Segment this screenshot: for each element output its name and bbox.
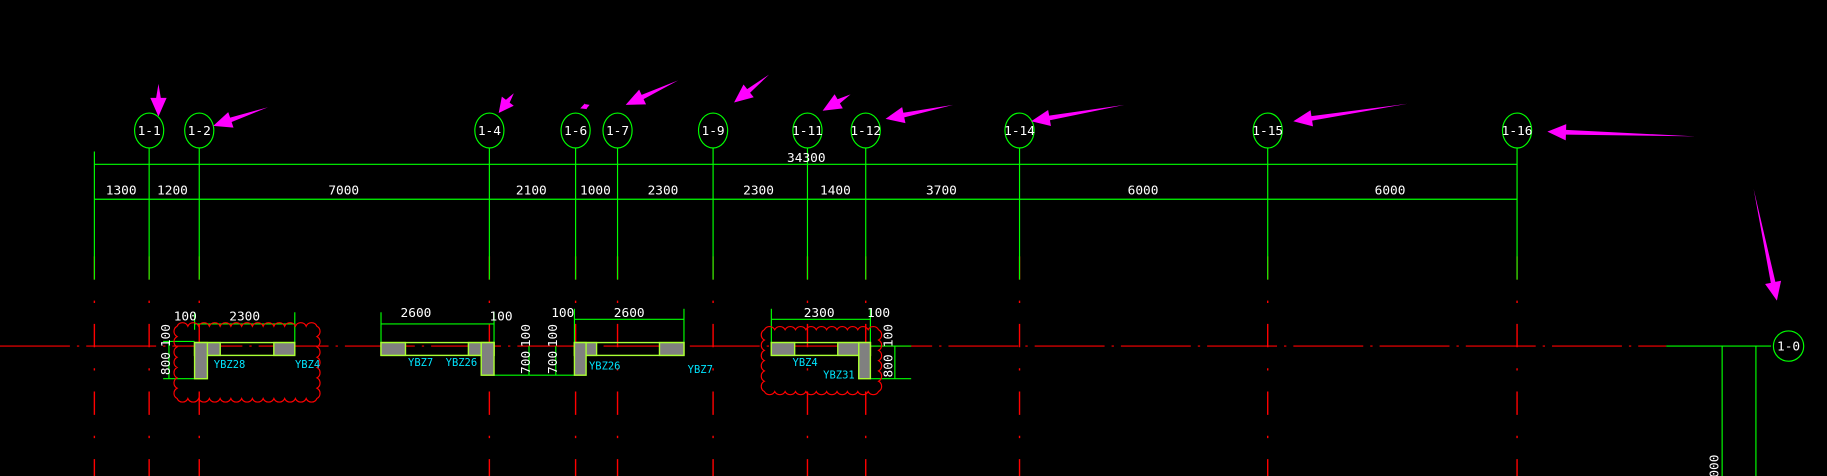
wall-dimension-text: 700 <box>519 351 534 374</box>
wall-dimension-text: 2300 <box>804 306 835 321</box>
wall-column <box>770 341 796 357</box>
axis-label: 1-15 <box>1252 124 1283 139</box>
axis-bubble <box>474 112 505 149</box>
wall-dimension-text: 100 <box>159 324 174 347</box>
axis-label-side: 1-0 <box>1777 340 1800 355</box>
magenta-arrows <box>150 74 1782 301</box>
axis-bubbles: 1-1 1-2 1-4 1-6 1-7 1-9 1-11 1-12 1-14 1-15 1-16 1-… <box>133 112 1805 362</box>
axis-label: 1-6 <box>564 124 587 139</box>
axis-label: 1-2 <box>188 124 211 139</box>
segment-dimension-text: 7000 <box>328 184 359 199</box>
wall-dimension-text: 2600 <box>614 306 645 321</box>
annotation-arrow-icon <box>1753 188 1782 301</box>
annotation-arrow-icon <box>822 94 851 111</box>
wall-dimension-text: 100 <box>174 309 197 324</box>
axis-bubble <box>792 112 823 149</box>
segment-dimension-text: 1000 <box>580 184 611 199</box>
annotation-arrow-icon <box>498 93 514 114</box>
wall-column <box>658 341 685 357</box>
annotation-arrow-icon <box>213 107 268 128</box>
axis-bubble <box>1501 112 1533 149</box>
axis-bubble <box>184 112 215 149</box>
revision-clouds <box>173 322 883 403</box>
revision-cloud <box>760 326 883 396</box>
revision-cloud <box>173 322 321 403</box>
axis-bubble <box>560 112 591 149</box>
axis-label: 1-1 <box>138 124 161 139</box>
wall-column <box>480 341 495 376</box>
axis-bubble <box>697 112 729 149</box>
axis-label: 1-14 <box>1004 124 1035 139</box>
axis-bubble <box>1004 112 1035 149</box>
wall-dimension-text: 100 <box>551 306 574 321</box>
dimension-lines <box>93 147 1772 476</box>
wall-dimension-text: 2600 <box>401 306 432 321</box>
annotation-arrow-icon <box>734 74 770 103</box>
wall-column <box>573 341 587 376</box>
dimension-texts: 34300 1300 1200 7000 2100 1000 2300 2300 1400 370… <box>106 151 1723 476</box>
segment-dimension-text: 2100 <box>516 184 547 199</box>
segment-dimension-text: 3700 <box>926 184 957 199</box>
wall-tag-label: YBZ7 <box>408 357 433 369</box>
wall-column <box>858 341 872 380</box>
axis-bubble <box>850 112 881 149</box>
axis-label: 1-7 <box>606 124 629 139</box>
axis-label: 1-12 <box>850 124 881 139</box>
segment-dimension-text: 2300 <box>743 184 774 199</box>
annotation-arrow-icon <box>580 103 590 110</box>
wall-column <box>193 341 209 380</box>
axis-label: 1-11 <box>792 124 823 139</box>
wall-dimension-text: 100 <box>882 324 897 347</box>
wall-dimension-text: 100 <box>867 306 890 321</box>
annotation-arrow-icon <box>1547 124 1696 141</box>
wall-tag-label: YBZ26 <box>589 360 621 372</box>
segment-dimension-text: 1300 <box>106 184 137 199</box>
wall-dimension-text: 800 <box>882 354 897 377</box>
wall-tag-label: YBZ4 <box>793 357 818 369</box>
annotation-arrow-icon <box>1031 104 1125 127</box>
axis-bubble <box>602 112 633 149</box>
annotation-arrow-icon <box>1293 103 1408 127</box>
axis-label: 1-4 <box>478 124 501 139</box>
axis-bubble-side <box>1772 330 1805 362</box>
overall-dimension-text: 34300 <box>787 151 826 166</box>
wall-column <box>380 341 407 357</box>
annotation-arrow-icon <box>885 104 954 124</box>
red-axis-lines <box>0 256 1667 476</box>
segment-dimension-text: 1200 <box>157 184 188 199</box>
wall-dimension-text: 100 <box>519 324 534 347</box>
axis-bubble <box>1252 112 1283 149</box>
wall-sections <box>193 341 872 380</box>
wall-dimension-text: 100 <box>489 309 512 324</box>
annotation-arrow-icon <box>625 80 679 105</box>
wall-column <box>273 341 296 357</box>
wall-dimension-text: 100 <box>546 324 561 347</box>
wall-tag-label: YBZ26 <box>446 357 478 369</box>
annotation-arrow-icon <box>150 83 167 117</box>
segment-dimension-text: 6000 <box>1128 184 1159 199</box>
wall-tag-label: YBZ28 <box>214 359 246 371</box>
wall-dimension-text: 700 <box>546 351 561 374</box>
segment-dimension-text: 6000 <box>1375 184 1406 199</box>
axis-label: 1-16 <box>1502 124 1533 139</box>
axis-bubble <box>133 112 165 149</box>
wall-tag-label: YBZ31 <box>823 370 855 382</box>
wall-dimension-text: 800 <box>159 352 174 375</box>
segment-dimension-text: 2300 <box>648 184 679 199</box>
segment-dimension-text: 1400 <box>820 184 851 199</box>
axis-label: 1-9 <box>702 124 725 139</box>
side-dimension-text: 000 <box>1708 455 1723 476</box>
wall-tag-label: YBZ7 <box>688 364 713 376</box>
wall-tag-label: YBZ4 <box>295 359 320 371</box>
wall-dimension-text: 2300 <box>229 309 260 324</box>
